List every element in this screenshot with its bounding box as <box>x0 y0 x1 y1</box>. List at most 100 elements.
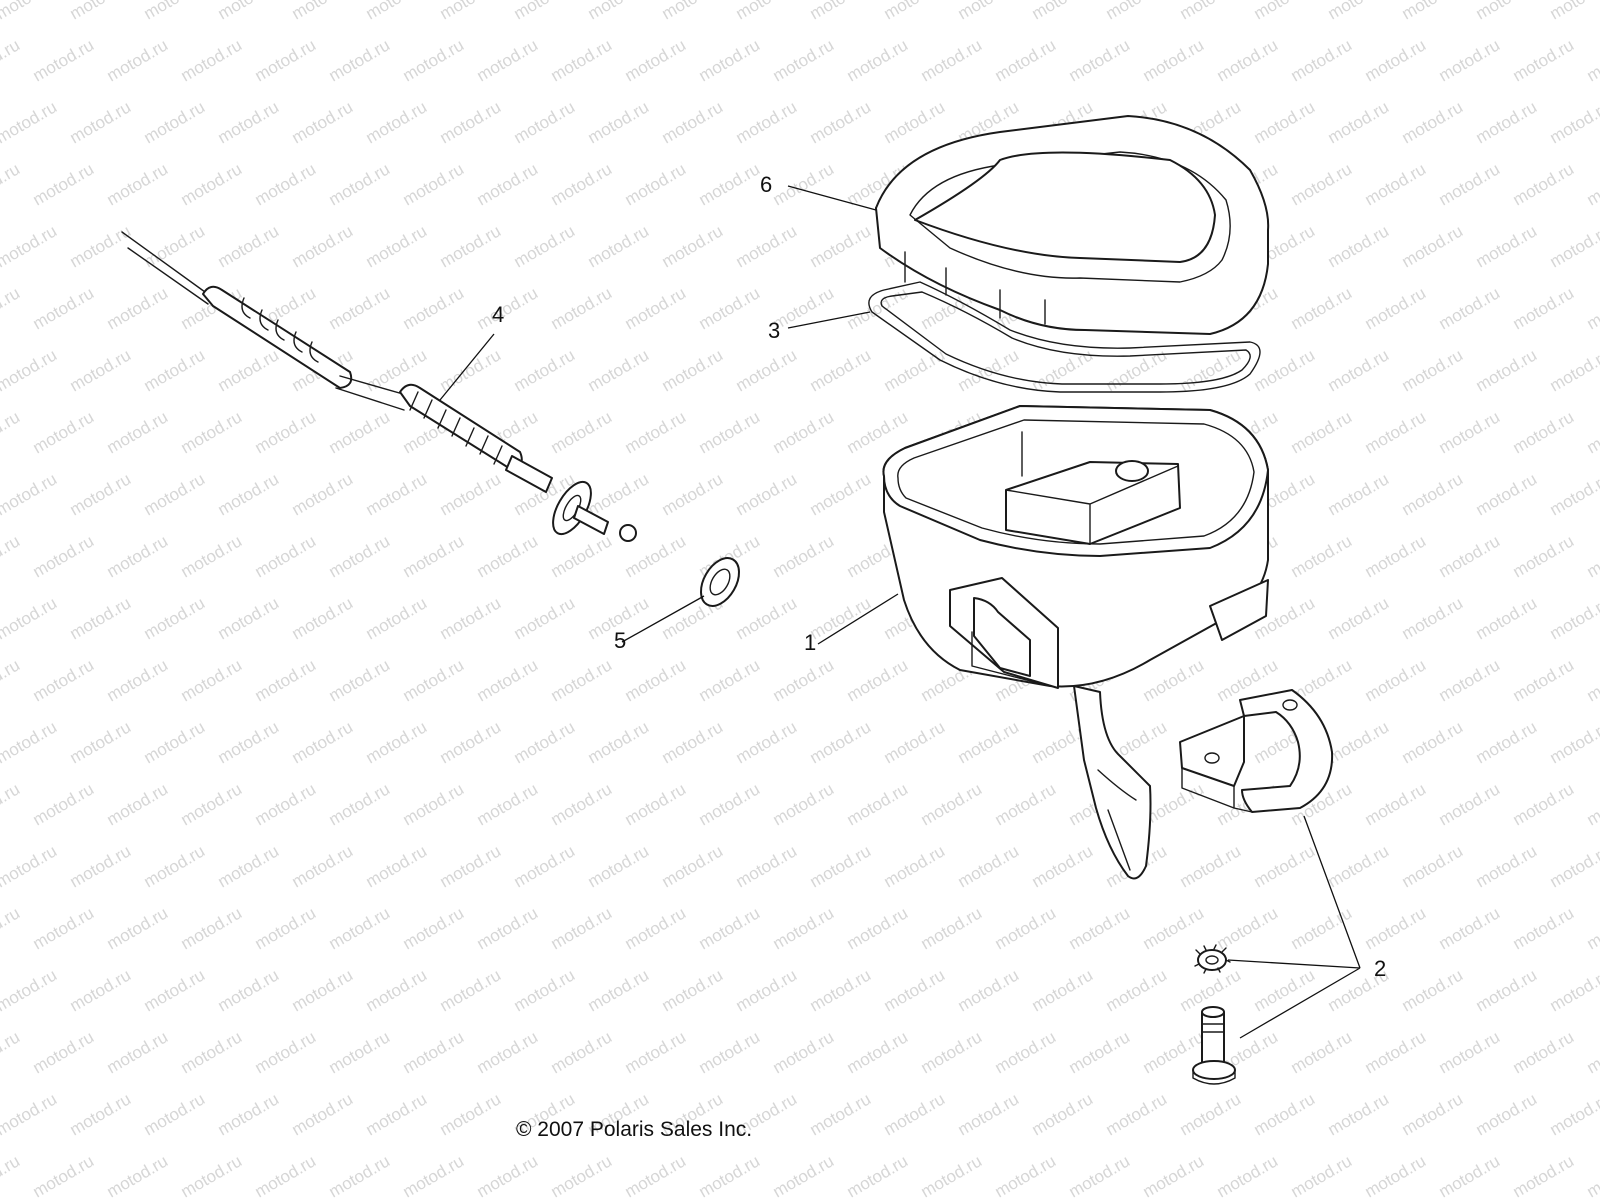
watermark-text: motod.ru <box>548 35 616 85</box>
watermark-text: motod.ru <box>363 221 431 271</box>
watermark-text: motod.ru <box>696 779 764 829</box>
watermark-text: motod.ru <box>1362 283 1430 333</box>
watermark-text: motod.ru <box>807 221 875 271</box>
watermark-text: motod.ru <box>548 407 616 457</box>
watermark-text: motod.ru <box>0 593 60 643</box>
watermark-text: motod.ru <box>1510 283 1578 333</box>
watermark-text: motod.ru <box>1436 1027 1504 1077</box>
watermark-text: motod.ru <box>1436 283 1504 333</box>
watermark-text: motod.ru <box>1251 841 1319 891</box>
watermark-text: motod.ru <box>400 35 468 85</box>
watermark-text: motod.ru <box>1214 1151 1282 1200</box>
watermark-text: motod.ru <box>1029 1089 1097 1139</box>
watermark-text: motod.ru <box>1547 0 1600 23</box>
watermark-text: motod.ru <box>881 841 949 891</box>
watermark-text: motod.ru <box>1436 1151 1504 1200</box>
callout-3: 3 <box>768 318 780 343</box>
watermark-text: motod.ru <box>1436 779 1504 829</box>
watermark-text: motod.ru <box>0 221 60 271</box>
watermark-text: motod.ru <box>289 97 357 147</box>
watermark-text: motod.ru <box>252 655 320 705</box>
watermark-text: motod.ru <box>1140 35 1208 85</box>
watermark-text: motod.ru <box>437 841 505 891</box>
watermark-text: motod.ru <box>400 903 468 953</box>
watermark-text: motod.ru <box>881 345 949 395</box>
watermark-text: motod.ru <box>30 283 98 333</box>
watermark-text: motod.ru <box>67 97 135 147</box>
watermark-text: motod.ru <box>30 1027 98 1077</box>
watermark-text: motod.ru <box>400 159 468 209</box>
watermark-text: motod.ru <box>511 0 579 23</box>
watermark-text: motod.ru <box>67 221 135 271</box>
watermark-text: motod.ru <box>400 531 468 581</box>
watermark-text: motod.ru <box>178 1151 246 1200</box>
watermark-text: motod.ru <box>1140 903 1208 953</box>
watermark-text: motod.ru <box>178 903 246 953</box>
watermark-text: motod.ru <box>1399 717 1467 767</box>
watermark-text: motod.ru <box>807 717 875 767</box>
watermark-text: motod.ru <box>289 841 357 891</box>
watermark-text: motod.ru <box>1325 97 1393 147</box>
watermark-text: motod.ru <box>30 159 98 209</box>
watermark-text: motod.ru <box>1510 35 1578 85</box>
watermark-text: motod.ru <box>1547 841 1600 891</box>
watermark-text: motod.ru <box>1288 1027 1356 1077</box>
watermark-text: motod.ru <box>1473 469 1541 519</box>
watermark-text: motod.ru <box>0 283 23 333</box>
watermark-text: motod.ru <box>474 779 542 829</box>
watermark-text: motod.ru <box>104 159 172 209</box>
watermark-text: motod.ru <box>252 903 320 953</box>
watermark-text: motod.ru <box>548 283 616 333</box>
watermark-text: motod.ru <box>696 283 764 333</box>
watermark-text: motod.ru <box>844 655 912 705</box>
watermark-text: motod.ru <box>0 1151 23 1200</box>
watermark-text: motod.ru <box>289 0 357 23</box>
lock-washer <box>1194 944 1231 974</box>
watermark-text: motod.ru <box>807 469 875 519</box>
watermark-text: motod.ru <box>881 97 949 147</box>
watermark-text: motod.ru <box>585 0 653 23</box>
watermark-text: motod.ru <box>955 1089 1023 1139</box>
watermark-text: motod.ru <box>1066 35 1134 85</box>
watermark-text: motod.ru <box>1436 531 1504 581</box>
watermark-text: motod.ru <box>1140 1151 1208 1200</box>
watermark-text: motod.ru <box>1362 779 1430 829</box>
watermark-text: motod.ru <box>104 407 172 457</box>
watermark-text: motod.ru <box>659 221 727 271</box>
watermark-text: motod.ru <box>326 159 394 209</box>
watermark-text: motod.ru <box>1399 0 1467 23</box>
watermark-text: motod.ru <box>622 283 690 333</box>
watermark-text: motod.ru <box>918 779 986 829</box>
watermark-text: motod.ru <box>474 1027 542 1077</box>
watermark-text: motod.ru <box>215 1089 283 1139</box>
watermark-text: motod.ru <box>437 717 505 767</box>
watermark-text: motod.ru <box>770 1151 838 1200</box>
watermark-text: motod.ru <box>0 159 23 209</box>
watermark-text: motod.ru <box>807 841 875 891</box>
watermark-text: motod.ru <box>0 531 23 581</box>
watermark-text: motod.ru <box>0 407 23 457</box>
watermark-text: motod.ru <box>1177 0 1245 23</box>
watermark-text: motod.ru <box>1510 779 1578 829</box>
watermark-text: motod.ru <box>1177 1089 1245 1139</box>
watermark-text: motod.ru <box>437 97 505 147</box>
watermark-text: motod.ru <box>511 841 579 891</box>
watermark-text: motod.ru <box>215 469 283 519</box>
watermark-text: motod.ru <box>30 779 98 829</box>
watermark-text: motod.ru <box>0 1089 60 1139</box>
watermark-text: motod.ru <box>1399 965 1467 1015</box>
watermark-text: motod.ru <box>252 779 320 829</box>
watermark-text: motod.ru <box>659 0 727 23</box>
watermark-text: motod.ru <box>1325 1089 1393 1139</box>
watermark-text: motod.ru <box>326 1027 394 1077</box>
gasket <box>868 281 1261 393</box>
clamp <box>1179 689 1334 813</box>
throttle-housing <box>882 405 1269 880</box>
watermark-text: motod.ru <box>881 1089 949 1139</box>
watermark-text: motod.ru <box>215 717 283 767</box>
watermark-text: motod.ru <box>363 0 431 23</box>
watermark-text: motod.ru <box>1251 965 1319 1015</box>
watermark-text: motod.ru <box>696 407 764 457</box>
watermark-text: motod.ru <box>1510 1151 1578 1200</box>
